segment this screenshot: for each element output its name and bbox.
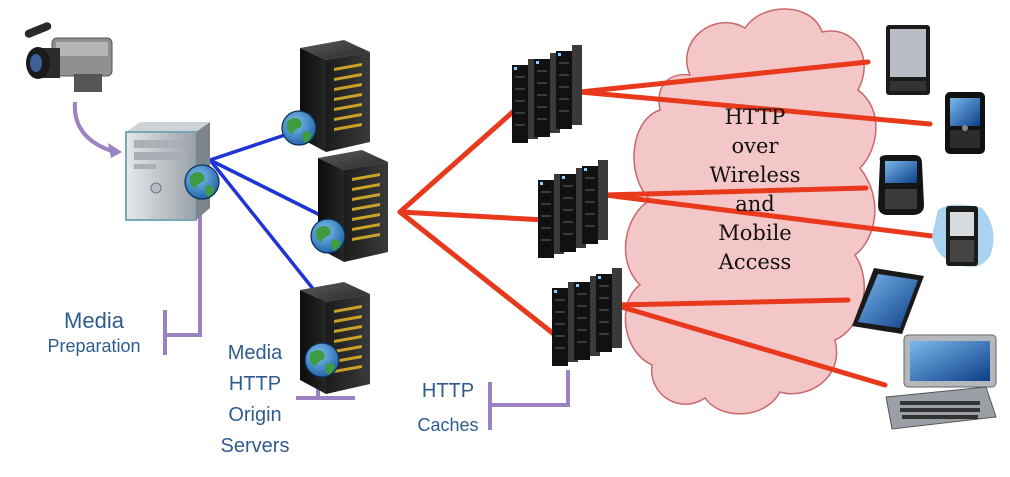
red-device-links <box>577 59 951 388</box>
origin-servers-line-4: Servers <box>220 435 290 457</box>
cloud-line-5: Mobile <box>718 221 792 245</box>
feature-phone-icon <box>932 204 994 267</box>
link-to-cache-1 <box>397 107 518 215</box>
cache-server-stack-icon <box>512 45 582 143</box>
http-caches-label: HTTP Caches <box>410 374 486 442</box>
cache-server-stack-icon <box>538 160 608 258</box>
origin-server-2 <box>310 150 388 262</box>
link-to-origin-2 <box>208 158 332 222</box>
blackberry-bold-icon <box>878 155 924 215</box>
media-preparation-line-2: Preparation <box>47 336 141 356</box>
link-device-4 <box>602 192 951 241</box>
link-device-5 <box>612 297 851 308</box>
blackberry-smartphone-icon <box>945 92 985 154</box>
globe-icon <box>184 164 220 200</box>
origin-servers-label: Media HTTP Origin Servers <box>205 338 305 462</box>
link-to-cache-3 <box>397 209 558 338</box>
cloud-line-1: HTTP <box>724 105 786 129</box>
link-device-2 <box>577 89 933 127</box>
video-camera-icon <box>24 22 113 92</box>
cloud-label: HTTP over Wireless and Mobile Access <box>690 103 820 277</box>
rack-server-icon <box>300 282 370 394</box>
media-preparation-label: Media Preparation <box>28 308 160 358</box>
pda-qwerty-icon <box>885 334 997 430</box>
globe-icon <box>310 218 346 254</box>
link-device-3 <box>602 185 869 198</box>
purple-connectors <box>72 101 570 430</box>
link-device-6 <box>612 302 888 388</box>
media-preparation-line-1: Media <box>64 308 124 333</box>
cloud-line-2: over <box>731 134 779 158</box>
http-caches-line-2: Caches <box>417 415 479 435</box>
cloud-line-6: Access <box>718 250 792 274</box>
globe-icon <box>304 342 340 378</box>
blue-origin-links <box>208 128 332 312</box>
smartphone-icon <box>886 25 930 95</box>
cloud-line-3: Wireless <box>709 163 801 187</box>
http-caches-bracket <box>490 370 570 407</box>
cache-server-stack-icon <box>552 268 622 366</box>
tablet-icon <box>852 268 924 334</box>
red-cache-links <box>397 107 558 338</box>
link-device-1 <box>577 59 871 95</box>
link-to-cache-2 <box>397 209 548 223</box>
cloud-line-4: and <box>735 192 775 216</box>
origin-servers-line-3: Origin <box>228 404 282 426</box>
origin-server-3 <box>300 282 370 394</box>
http-caches-line-1: HTTP <box>421 380 475 402</box>
media-preparation-bracket <box>165 210 202 337</box>
origin-server-1 <box>281 40 370 152</box>
globe-icon <box>281 110 317 146</box>
origin-servers-line-2: HTTP <box>228 373 282 395</box>
origin-servers-line-1: Media <box>227 342 283 364</box>
link-to-origin-3 <box>208 158 332 312</box>
